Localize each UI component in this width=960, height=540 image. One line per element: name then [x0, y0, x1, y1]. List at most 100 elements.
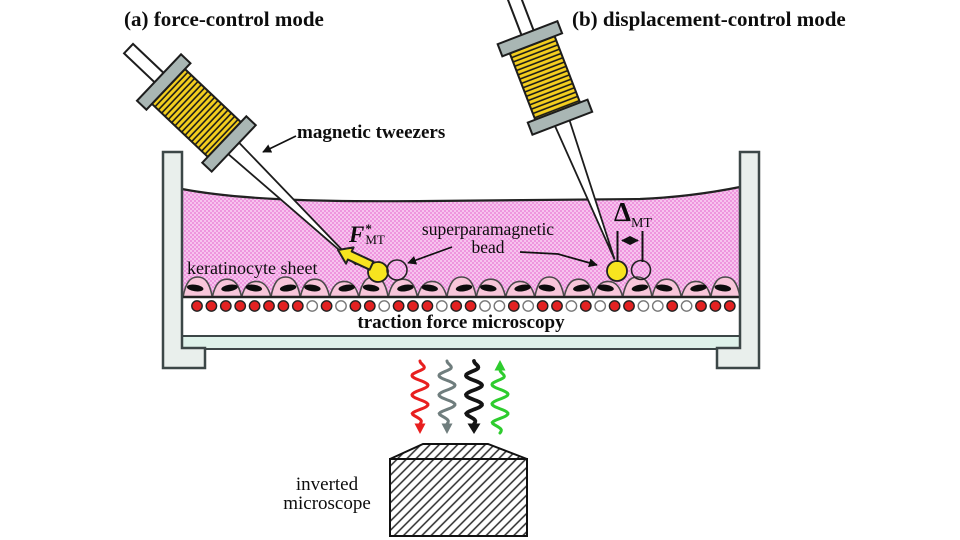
delta-symbol-MT: MT: [630, 216, 652, 231]
cell-nucleus: [186, 284, 204, 292]
label-traction-force-microscopy: traction force microscopy: [357, 312, 565, 333]
dish-wall-left: [161, 150, 207, 370]
tfm-bead-row: [191, 300, 736, 312]
tfm-marker-bead-red: [507, 300, 520, 312]
cell-nucleus: [279, 284, 297, 292]
medium-surface-line: [181, 185, 741, 203]
light-arrow-red-squiggle: [410, 359, 430, 426]
tfm-marker-bead-red: [421, 300, 434, 312]
tweezer-flange-upper: [135, 52, 192, 112]
tfm-marker-bead-red: [263, 300, 275, 312]
label-superparamagnetic-line1: superparamagnetic: [421, 219, 555, 239]
keratinocyte-cell-layer: [182, 276, 741, 298]
tfm-marker-bead-red: [723, 300, 736, 312]
tfm-marker-bead-red: [709, 300, 722, 312]
label-superparamagnetic-line2: bead: [471, 237, 505, 257]
tfm-marker-bead-red: [277, 300, 290, 312]
tfm-marker-bead-red: [320, 300, 333, 312]
bead-right-original-outline: [630, 259, 652, 281]
tfm-marker-bead-red: [666, 300, 679, 312]
tfm-marker-bead-red: [623, 300, 635, 312]
tfm-marker-bead-white: [378, 300, 391, 312]
inverted-microscope-body: [389, 443, 528, 537]
cell-nucleus: [573, 284, 590, 292]
label-inverted-line1: inverted: [295, 474, 359, 495]
pointer-magnetic-tweezers: [262, 135, 297, 153]
pointer-bead-right: [519, 251, 598, 268]
title-force-control-mode: (a) force-control mode: [124, 7, 324, 31]
tfm-marker-bead-white: [565, 300, 578, 312]
force-symbol-MT: MT: [365, 232, 385, 247]
dish-glass-bottom: [181, 335, 741, 350]
force-symbol-F: F: [349, 222, 365, 247]
tfm-marker-bead-red: [291, 300, 304, 312]
label-magnetic-tweezers: magnetic tweezers: [297, 122, 446, 143]
tfm-marker-bead-white: [306, 300, 319, 312]
tfm-marker-bead-red: [536, 300, 549, 312]
tfm-marker-bead-red: [392, 300, 405, 312]
cell-nucleus: [338, 284, 355, 292]
microscope-base: [389, 458, 528, 537]
tfm-marker-bead-red: [407, 300, 419, 312]
tweezer-flange-lower: [200, 114, 258, 174]
title-displacement-control-mode: (b) displacement-control mode: [572, 7, 846, 31]
cell-nucleus: [631, 284, 649, 292]
light-arrow-gray: [437, 359, 457, 434]
force-symbol-star: *: [365, 221, 372, 236]
cell-nucleus: [655, 284, 673, 292]
bead-right-current: [606, 260, 628, 282]
label-superparamagnetic-bead: superparamagnetic bead: [406, 220, 570, 256]
cell-nucleus: [690, 284, 707, 292]
force-vector-arrow: [337, 246, 375, 271]
tweezer-flange-lower: [526, 98, 594, 136]
tfm-marker-bead-white: [522, 300, 535, 312]
light-arrow-green-squiggle: [490, 368, 510, 435]
label-force-symbol: F*MT: [349, 221, 385, 247]
tfm-marker-bead-red: [191, 300, 203, 312]
tfm-marker-bead-white: [435, 300, 448, 312]
magnetic-tweezer-displacement-control: [496, 0, 616, 260]
magnetic-tweezer-force-control: [122, 42, 357, 266]
tfm-marker-bead-white: [637, 300, 650, 312]
tfm-marker-bead-white: [594, 300, 607, 312]
tfm-marker-bead-red: [363, 300, 376, 312]
cell-nucleus: [304, 284, 321, 292]
delta-symbol: Δ: [614, 197, 631, 227]
cell-nucleus: [597, 284, 614, 292]
cell-nucleus: [538, 284, 556, 292]
label-inverted-microscope: inverted microscope: [272, 475, 382, 513]
tfm-marker-bead-red: [205, 300, 218, 312]
label-inverted-line2: microscope: [283, 493, 371, 514]
light-arrow-black-squiggle: [463, 359, 485, 426]
tfm-marker-bead-red: [695, 300, 707, 312]
bead-left-original-outline: [386, 259, 408, 281]
light-arrow-green-head: [494, 360, 506, 371]
pointer-bead-left: [407, 246, 453, 265]
light-arrow-gray-head: [441, 423, 453, 434]
light-arrow-black-head: [467, 423, 481, 434]
light-arrow-green: [490, 360, 510, 435]
cell-nucleus: [455, 284, 473, 292]
cell-nucleus: [714, 284, 732, 292]
cell-nucleus: [245, 284, 263, 292]
light-arrow-black: [463, 359, 485, 434]
tfm-marker-bead-red: [464, 300, 477, 312]
tfm-marker-bead-red: [349, 300, 362, 312]
tfm-marker-bead-red: [551, 300, 563, 312]
tfm-marker-bead-white: [479, 300, 491, 312]
tfm-marker-bead-red: [579, 300, 592, 312]
label-keratinocyte-sheet: keratinocyte sheet: [187, 258, 318, 278]
light-arrow-gray-squiggle: [437, 359, 457, 426]
label-displacement-symbol: ΔMT: [614, 197, 652, 232]
microscope-top: [389, 443, 528, 460]
displacement-measure: [616, 231, 644, 262]
light-arrows-group: [410, 359, 510, 435]
tfm-marker-bead-white: [335, 300, 347, 312]
tfm-marker-bead-white: [493, 300, 506, 312]
tfm-marker-bead-white: [680, 300, 693, 312]
dish-wall-right: [715, 150, 761, 370]
tfm-marker-bead-red: [608, 300, 621, 312]
cell-nucleus: [514, 284, 531, 292]
